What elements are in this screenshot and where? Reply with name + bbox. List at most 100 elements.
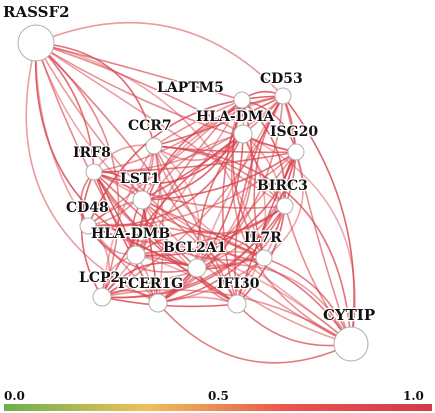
node-circle[interactable]	[333, 326, 369, 362]
edge-rassf2-cd53	[35, 21, 284, 97]
node-circle[interactable]	[132, 190, 152, 210]
edge-isg20-il7r	[263, 151, 304, 259]
node-circle[interactable]	[274, 87, 292, 105]
node-label: RASSF2	[3, 3, 70, 21]
edge-irf8-cytip	[93, 171, 352, 345]
node-label: HLA-DMA	[196, 109, 275, 125]
edge-cd53-cytip	[282, 95, 355, 345]
edge-hla-dmb-il7r	[135, 230, 265, 259]
edge-ccr7-ifi30	[153, 145, 238, 305]
scale-min-label: 0.0	[4, 389, 25, 403]
edge-ccr7-bcl2a1	[153, 145, 201, 269]
edge-lcp2-cytip	[101, 289, 352, 345]
node-circle[interactable]	[148, 293, 168, 313]
node-lst1[interactable]: LST1	[119, 170, 161, 210]
edge-hla-dmb-ifi30	[135, 254, 238, 305]
node-circle[interactable]	[92, 287, 112, 307]
edge-rassf2-ifi30	[35, 42, 238, 305]
node-circle[interactable]	[79, 217, 97, 235]
node-bcl2a1[interactable]: BCL2A1	[162, 239, 228, 278]
node-cd48[interactable]: CD48	[65, 199, 110, 235]
edge-isg20-irf8	[93, 151, 297, 173]
node-isg20[interactable]: ISG20	[269, 123, 320, 161]
node-circle[interactable]	[85, 163, 103, 181]
node-circle[interactable]	[233, 91, 251, 109]
edge-ccr7-cytip	[153, 145, 352, 345]
node-circle[interactable]	[17, 24, 55, 62]
node-label: CCR7	[128, 118, 172, 134]
edge-ccr7-il7r	[153, 145, 265, 259]
edge-cd48-fcer1g	[87, 225, 159, 304]
edge-birc3-lcp2	[101, 205, 286, 299]
node-circle[interactable]	[276, 197, 294, 215]
edge-isg20-cytip	[295, 151, 352, 345]
edge-fcer1g-cytip	[157, 302, 352, 364]
edge-layer	[25, 21, 356, 364]
node-lcp2[interactable]: LCP2	[78, 269, 122, 307]
node-label: FCER1G	[118, 276, 183, 292]
edge-irf8-lcp2	[80, 171, 103, 298]
edge-isg20-lst1	[141, 151, 297, 201]
node-label: IL7R	[244, 230, 282, 246]
node-circle[interactable]	[255, 249, 273, 267]
node-label: CYTIP	[323, 306, 375, 324]
node-cytip[interactable]: CYTIP	[322, 305, 376, 362]
node-circle[interactable]	[187, 258, 207, 278]
edge-irf8-birc3	[93, 171, 286, 209]
edge-fcer1g-ifi30	[157, 296, 238, 305]
node-rassf2[interactable]: RASSF2	[2, 2, 71, 62]
edge-hla-dma-lcp2	[101, 133, 244, 298]
node-circle[interactable]	[227, 294, 247, 314]
edge-rassf2-cytip	[35, 42, 352, 345]
edge-lcp2-ifi30	[101, 296, 238, 308]
edge-cd53-ccr7	[153, 95, 284, 147]
edge-rassf2-laptm5	[35, 42, 243, 101]
node-circle[interactable]	[287, 143, 305, 161]
node-label: ISG20	[270, 124, 318, 140]
node-fcer1g[interactable]: FCER1G	[117, 275, 184, 313]
node-laptm5[interactable]: LAPTM5	[156, 79, 251, 109]
node-hla-dma[interactable]: HLA-DMA	[195, 108, 277, 144]
edge-laptm5-ccr7	[153, 99, 243, 147]
node-label: LCP2	[79, 270, 120, 286]
node-label: CD48	[66, 200, 109, 216]
edge-rassf2-ccr7	[35, 42, 155, 147]
scale-max-label: 1.0	[403, 389, 424, 403]
edge-birc3-hla-dmb	[135, 205, 286, 256]
edge-isg20-fcer1g	[157, 151, 297, 304]
node-circle[interactable]	[233, 124, 253, 144]
edge-hla-dma-il7r	[242, 133, 282, 259]
edge-irf8-ifi30	[93, 171, 238, 305]
node-label: IFI30	[217, 276, 260, 292]
node-label: LAPTM5	[157, 80, 224, 96]
edge-bcl2a1-cytip	[196, 264, 352, 345]
node-circle[interactable]	[126, 245, 146, 265]
edge-lst1-cytip	[141, 199, 352, 345]
edge-rassf2-hla-dmb	[35, 42, 137, 256]
edge-cd53-bcl2a1	[196, 95, 284, 269]
node-ccr7[interactable]: CCR7	[127, 117, 173, 155]
edge-cd53-fcer1g	[157, 95, 284, 304]
scale-mid-label: 0.5	[208, 389, 229, 403]
node-birc3[interactable]: BIRC3	[256, 177, 309, 215]
node-irf8[interactable]: IRF8	[72, 144, 112, 181]
edge-cd53-lst1	[141, 95, 284, 201]
edge-cd48-il7r	[87, 223, 265, 259]
color-scale-bar	[4, 404, 432, 411]
edge-cd48-ifi30	[87, 225, 238, 305]
node-label: BCL2A1	[163, 240, 226, 256]
node-ifi30[interactable]: IFI30	[216, 275, 261, 314]
node-hla-dmb[interactable]: HLA-DMB	[90, 225, 172, 265]
edge-ccr7-hla-dmb	[135, 145, 161, 256]
node-label: BIRC3	[257, 178, 308, 194]
node-label: CD53	[260, 71, 303, 87]
node-cd53[interactable]: CD53	[259, 70, 304, 105]
edge-irf8-il7r	[93, 171, 265, 261]
edge-cd53-lcp2	[101, 95, 284, 298]
node-circle[interactable]	[145, 137, 163, 155]
node-label: IRF8	[73, 145, 111, 161]
edge-cd48-bcl2a1	[87, 225, 198, 273]
node-il7r[interactable]: IL7R	[243, 229, 283, 267]
